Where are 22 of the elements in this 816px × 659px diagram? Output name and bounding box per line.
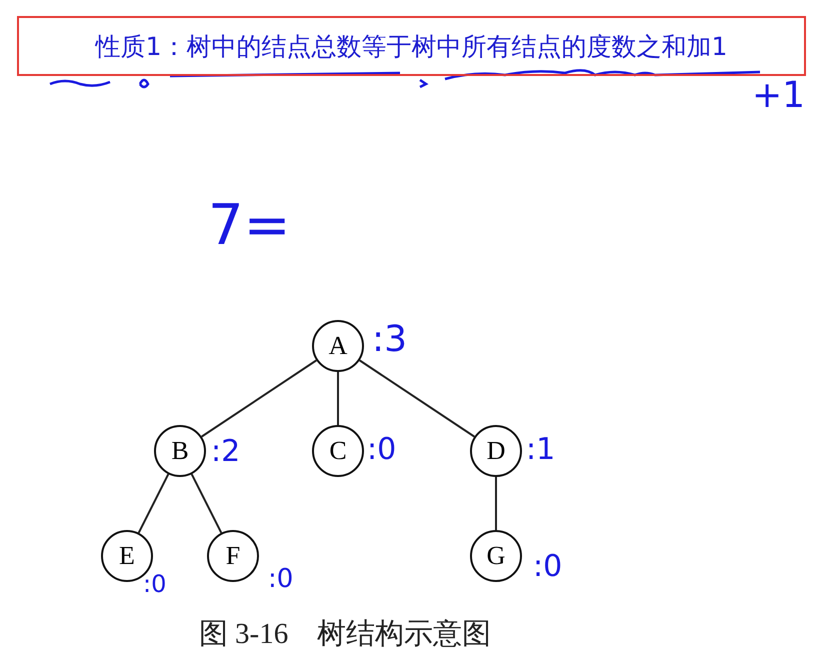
tree-edge <box>359 360 475 438</box>
handwritten-annotation: :2 <box>211 437 240 467</box>
handwritten-note: +1 <box>752 78 806 114</box>
tree-edge <box>190 474 222 534</box>
tree-edge <box>337 372 339 425</box>
tree-edge <box>495 477 497 530</box>
tree-node-circle: B <box>154 425 206 477</box>
tree-node-circle: A <box>312 320 364 372</box>
property-box: 性质1：树中的结点总数等于树中所有结点的度数之和加1 <box>17 16 806 76</box>
handwritten-note: 7= <box>208 198 291 254</box>
handwritten-annotation: :0 <box>533 552 562 582</box>
tree-edge <box>201 360 317 438</box>
handwritten-annotation: :1 <box>526 435 556 465</box>
handwritten-annotation: :0 <box>367 435 396 465</box>
figure-caption: 图 3-16 树结构示意图 <box>198 617 492 652</box>
tree-edge <box>138 474 170 534</box>
tree-node-circle: D <box>470 425 522 477</box>
handwritten-annotation: :3 <box>372 322 408 358</box>
tree-node-circle: F <box>207 530 259 582</box>
handwritten-annotation: :0 <box>268 566 294 592</box>
tree-node-circle: G <box>470 530 522 582</box>
tree-node-circle: C <box>312 425 364 477</box>
